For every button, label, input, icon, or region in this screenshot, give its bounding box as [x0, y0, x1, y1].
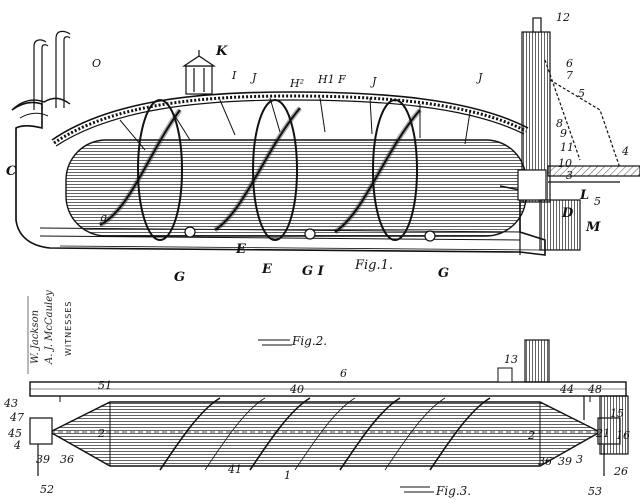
- fig1-caption: Fig.1.: [355, 258, 394, 273]
- fig1-hull: [11, 101, 546, 256]
- fig1-deck: [51, 91, 529, 141]
- fig3-label-n39b: 39: [558, 455, 572, 468]
- fig3-caption: Fig.3.: [436, 484, 472, 498]
- fig3-cylinder: [48, 401, 602, 467]
- fig1-label-i: I: [232, 69, 237, 82]
- fig3-label-n26: 26: [614, 465, 628, 478]
- fig1-label-d: D: [562, 206, 574, 221]
- fig1-label-n5b: 5: [594, 195, 601, 208]
- fig1-label-h1f: H1 F: [318, 73, 346, 86]
- fig1-cupola: [182, 50, 216, 95]
- fig1-label-n4: 4: [622, 145, 629, 158]
- fig3-drawing: [29, 339, 629, 476]
- witness-signature-2: W. Jackson: [30, 309, 41, 364]
- fig1-label-j2: J: [372, 75, 377, 88]
- fig3-label-n15: 15: [610, 407, 624, 420]
- fig1-label-n7: 7: [566, 69, 573, 82]
- fig1-label-m: M: [586, 220, 601, 235]
- fig1-label-c: C: [6, 164, 17, 179]
- fig1-label-j1: J: [252, 71, 257, 84]
- fig3-label-n3: 3: [576, 453, 583, 466]
- fig2-caption: Fig.2.: [292, 334, 328, 348]
- fig3-label-n36a: 36: [60, 453, 74, 466]
- fig3-label-n52: 52: [40, 483, 54, 496]
- fig1-label-n12: 12: [556, 11, 570, 24]
- fig3-label-n2a: 2: [98, 427, 105, 440]
- fig1-label-gi: G I: [302, 264, 324, 279]
- fig1-label-o: O: [92, 57, 102, 70]
- fig1-label-n3: 3: [566, 169, 573, 182]
- fig1-helical-flights: [99, 99, 421, 241]
- fig1-label-l: L: [580, 188, 590, 203]
- witness-signature-1: A. J. McCauley: [44, 290, 55, 364]
- fig1-drawing: [11, 17, 640, 256]
- fig1-label-n8: 8: [556, 117, 563, 130]
- fig3-label-n36b: 36: [538, 455, 552, 468]
- fig1-label-h2: H²: [290, 77, 305, 90]
- fig3-label-n41: 41: [228, 463, 242, 476]
- fig3-helical-flights: [159, 397, 491, 471]
- fig3-marks: [400, 486, 434, 493]
- fig3-label-n43: 43: [4, 397, 18, 410]
- fig3-label-n48: 48: [588, 383, 602, 396]
- fig3-label-n6: 6: [340, 367, 347, 380]
- fig1-label-n10: 10: [558, 157, 572, 170]
- witnesses-heading: WITNESSES: [64, 300, 73, 356]
- fig1-label-e2: E: [262, 262, 272, 277]
- fig1-vent-pipes: [33, 30, 71, 110]
- fig3-label-n53: 53: [588, 485, 602, 498]
- fig3-label-n2b: 2: [528, 429, 535, 442]
- fig2-marks: [258, 339, 292, 346]
- fig1-label-g2: G: [438, 266, 450, 281]
- fig3-label-n13: 13: [504, 353, 518, 366]
- fig3-label-n39a: 39: [36, 453, 50, 466]
- fig1-platform: [547, 165, 640, 183]
- fig3-label-n40: 40: [290, 383, 304, 396]
- fig3-label-n4: 4: [14, 439, 21, 452]
- fig1-label-g: g: [100, 211, 108, 224]
- fig3-label-n16: 16: [616, 429, 630, 442]
- fig3-label-n51: 51: [98, 379, 112, 392]
- fig1-label-k: K: [216, 44, 228, 59]
- fig3-label-n45: 45: [8, 427, 22, 440]
- fig1-label-n11: 11: [560, 141, 574, 154]
- fig3-label-n47: 47: [10, 411, 24, 424]
- fig3-label-n1: 1: [284, 469, 291, 482]
- fig1-label-g1: G: [174, 270, 186, 285]
- fig1-label-j3: J: [478, 71, 483, 84]
- fig1-label-n9: 9: [560, 127, 567, 140]
- fig1-label-n6: 6: [566, 57, 573, 70]
- fig1-label-e1: E: [236, 242, 246, 257]
- fig3-label-n21: 21: [596, 427, 610, 440]
- fig3-label-n44: 44: [560, 383, 574, 396]
- fig1-label-n5a: 5: [578, 87, 585, 100]
